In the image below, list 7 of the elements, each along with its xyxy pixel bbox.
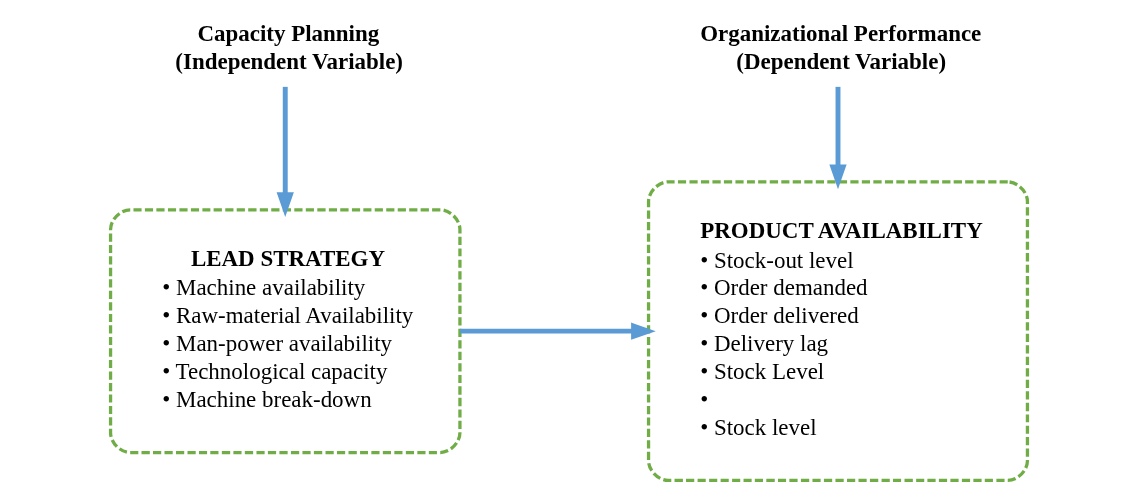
node-text: Capacity Planning (Independent Variable) bbox=[175, 21, 404, 75]
node-text: Organizational Performance (Dependent Variable) bbox=[700, 21, 982, 75]
arrow bbox=[276, 86, 294, 217]
arrow bbox=[460, 322, 656, 340]
node-box: PRODUCT AVAILABILITY • Stock-out level • Order demanded • Order delivered • Delivery lag • Stock Level • • Stock level bbox=[646, 180, 1030, 483]
arrow bbox=[829, 86, 847, 190]
node-box: LEAD STRATEGY • Machine availability • Raw-material Availability • Man-power availability • Technological capacity • Machine break-down bbox=[108, 208, 462, 455]
